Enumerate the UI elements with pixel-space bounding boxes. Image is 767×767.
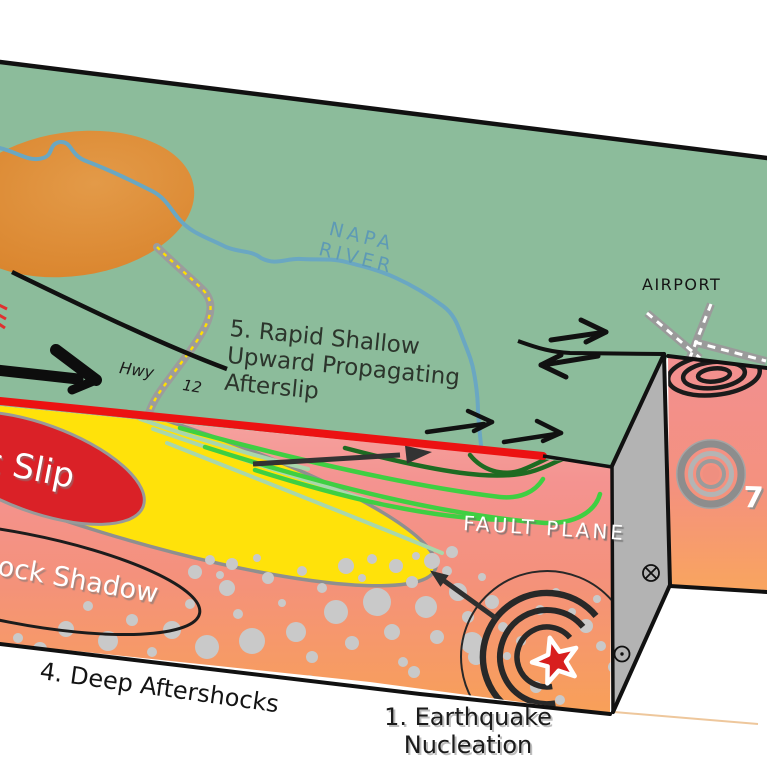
coseismic-slip-ellipse (0, 410, 146, 526)
scarp-edge (610, 352, 666, 468)
nucleation-label: 1. Earthquake Nucleation (384, 703, 552, 760)
right-face-top-edge (666, 354, 767, 370)
depth-target-rings (676, 439, 746, 509)
extension-line (613, 711, 759, 725)
aftershock-shadow-ellipse (0, 519, 202, 637)
face-top-edge (542, 454, 613, 469)
napa-river-line (0, 140, 483, 447)
airport-runways-icon (644, 302, 767, 365)
into-page-icon (642, 564, 660, 582)
nucleation-arcs (460, 570, 612, 714)
urban-area-blob (0, 130, 195, 278)
airport-label: AIRPORT (642, 275, 722, 294)
fault-plane-side (611, 353, 670, 712)
propagation-arrow (252, 445, 432, 467)
gray-bottom-edge (611, 583, 672, 714)
gray-right-edge (662, 352, 672, 587)
nucleation-arrow (430, 570, 499, 622)
right-face-bottom-edge (668, 584, 767, 594)
top-back-edge (0, 59, 767, 161)
bold-slip-arrow (0, 344, 102, 395)
epicenter-star-icon (529, 635, 579, 686)
hwy-number-label: 12 (181, 376, 204, 397)
block-edges (0, 59, 767, 716)
surface-rupture-line (0, 397, 547, 460)
right-lateral-slip-arrows (538, 317, 609, 380)
fault-trace-north (11, 269, 228, 372)
front-bottom-edge (0, 642, 612, 716)
map-surface (0, 62, 767, 466)
gray-left-edge (610, 464, 615, 714)
hwy12-road-dashes (147, 246, 212, 414)
red-tick-marks (0, 303, 8, 330)
afterslip-direction-arrows (424, 408, 564, 445)
depth-marker-label: 7 (742, 480, 765, 515)
fault-trace-main (517, 339, 665, 356)
